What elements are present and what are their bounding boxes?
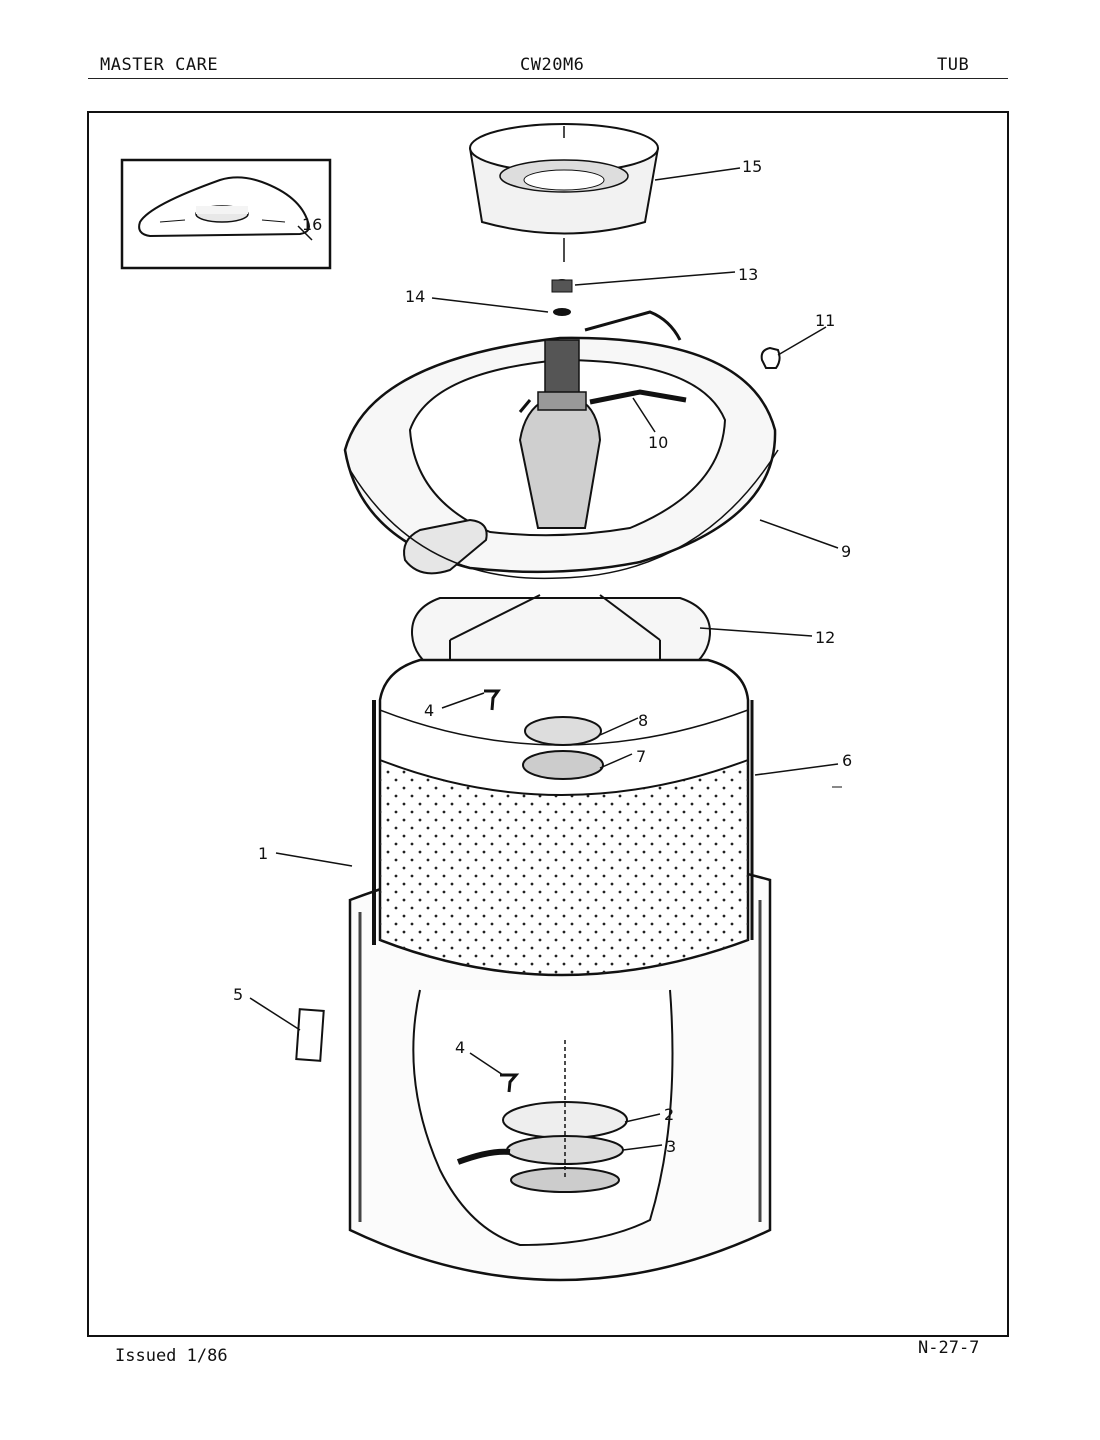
- part-15-cap: [469, 123, 659, 235]
- callout-16: 16: [302, 215, 322, 234]
- callout-3: 3: [666, 1137, 676, 1156]
- callout-7: 7: [636, 747, 646, 766]
- callout-10: 10: [648, 433, 668, 452]
- part-10-agitator: [518, 339, 687, 529]
- callout-4-lower: 4: [455, 1038, 465, 1057]
- header-section: TUB: [937, 55, 970, 75]
- callout-8: 8: [638, 711, 648, 730]
- part-5-plate: [295, 1008, 325, 1062]
- part-11-clip: [760, 346, 781, 369]
- callout-4-upper: 4: [424, 701, 434, 720]
- part-4-upper-screw: [484, 689, 501, 711]
- leader-lines: [249, 167, 839, 1151]
- callout-13: 13: [738, 265, 758, 284]
- diagram-frame: [87, 111, 1009, 1337]
- part-6-basket: [372, 658, 754, 977]
- header-rule: [88, 78, 1008, 79]
- callout-1: 1: [258, 844, 268, 863]
- callout-11: 11: [815, 311, 835, 330]
- callout-6: 6: [842, 751, 852, 770]
- part-14-washer: [553, 308, 571, 316]
- part-4-lower-screw: [500, 1073, 520, 1093]
- callout-5: 5: [233, 985, 243, 1004]
- footer-page-code: N-27-7: [918, 1338, 980, 1358]
- part-13-nut: [551, 279, 573, 293]
- inset-part-16: [120, 158, 332, 270]
- callout-2: 2: [664, 1105, 674, 1124]
- callout-14: 14: [405, 287, 425, 306]
- callout-9: 9: [841, 542, 851, 561]
- callout-12: 12: [815, 628, 835, 647]
- header-model: CW20M6: [520, 55, 585, 75]
- header-brand: MASTER CARE: [100, 55, 219, 75]
- footer-issued: Issued 1/86: [115, 1346, 228, 1366]
- callout-15: 15: [742, 157, 762, 176]
